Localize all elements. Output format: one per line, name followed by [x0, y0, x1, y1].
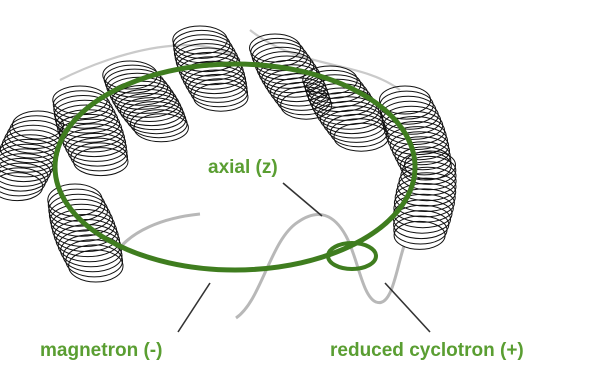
- epicycle-loop: [394, 141, 451, 171]
- epicycle-cluster: [47, 183, 124, 283]
- cyclotron-leader-line: [384, 282, 431, 333]
- epicycle-loop: [397, 146, 452, 176]
- magnetron-leader-line: [177, 282, 211, 333]
- epicycle-loop: [185, 69, 247, 99]
- epicycle-loop: [60, 234, 122, 268]
- reduced-cyclotron-epicycles: [0, 25, 457, 283]
- epicycle-loop: [62, 128, 127, 158]
- epicycle-loop: [111, 84, 177, 114]
- epicycle-cluster: [52, 85, 129, 177]
- epicycle-loop: [193, 82, 249, 112]
- epicycle-loop: [399, 151, 452, 181]
- epicycle-loop: [385, 121, 447, 150]
- epicycle-loop: [187, 73, 248, 103]
- epicycle-loop: [103, 64, 162, 94]
- epicycle-loop: [393, 220, 446, 250]
- epicycle-loop: [395, 177, 457, 207]
- epicycle-loop: [393, 193, 454, 223]
- epicycle-loop: [380, 95, 437, 125]
- epicycle-loop: [379, 85, 431, 115]
- epicycle-loop: [48, 193, 109, 227]
- epicycle-loop: [48, 198, 111, 232]
- epicycle-loop: [190, 78, 248, 108]
- epicycle-loop: [393, 210, 450, 240]
- cyclotron-ring: [326, 241, 378, 271]
- epicycle-loop: [0, 162, 49, 192]
- axial-label: axial (z): [208, 157, 278, 178]
- epicycle-loop: [133, 113, 189, 143]
- epicycle-loop: [398, 166, 457, 196]
- axial-leader-line: [282, 182, 323, 217]
- epicycle-loop: [117, 93, 182, 122]
- epicycle-loop: [389, 131, 450, 161]
- epicycle-loop: [67, 137, 128, 167]
- epicycle-loop: [52, 90, 111, 120]
- magnetron-label: magnetron (-): [40, 340, 163, 361]
- epicycle-loop: [65, 244, 123, 278]
- epicycle-loop: [12, 110, 64, 140]
- epicycle-loop: [394, 183, 456, 212]
- epicycle-loop: [0, 167, 46, 197]
- epicycle-loop: [114, 88, 180, 118]
- magnetron-orbit: [52, 61, 418, 273]
- epicycle-cluster: [302, 65, 389, 152]
- epicycle-loop: [47, 188, 106, 222]
- epicycle-loop: [393, 215, 448, 245]
- epicycle-loop: [172, 25, 228, 55]
- reduced-cyclotron-label: reduced cyclotron (+): [330, 340, 524, 361]
- axial-trace-back-path: [59, 29, 401, 91]
- axial-trace-path: [116, 212, 406, 320]
- epicycle-loop: [397, 172, 457, 202]
- epicycle-loop: [65, 132, 127, 162]
- epicycle-loop: [381, 105, 442, 135]
- epicycle-loop: [393, 188, 455, 218]
- epicycle-loop: [392, 136, 450, 166]
- epicycle-loop: [62, 239, 123, 273]
- epicycle-loop: [70, 142, 128, 172]
- epicycle-cluster: [379, 85, 452, 181]
- epicycle-loop: [68, 249, 124, 283]
- epicycle-cluster: [102, 60, 189, 143]
- epicycle-loop: [173, 34, 234, 64]
- epicycle-loop: [73, 147, 129, 177]
- epicycle-loop: [0, 172, 44, 202]
- epicycle-loop: [9, 115, 64, 145]
- epicycle-loop: [387, 126, 448, 156]
- epicycle-loop: [172, 29, 231, 59]
- epicycle-loop: [0, 157, 51, 187]
- epicycle-cluster: [393, 150, 457, 250]
- epicycle-loop: [53, 95, 114, 124]
